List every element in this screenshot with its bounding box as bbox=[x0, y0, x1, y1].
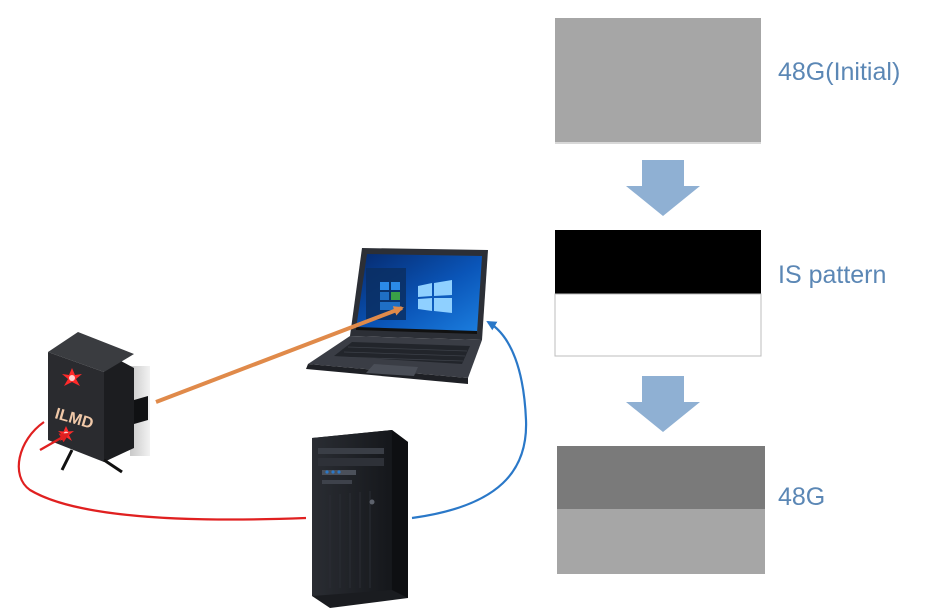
step-label-initial: 48G(Initial) bbox=[778, 58, 901, 86]
usb-link-tower-to-meter bbox=[17, 421, 307, 521]
down-arrow-icon bbox=[626, 376, 700, 432]
step-label-is-pattern: IS pattern bbox=[778, 261, 887, 289]
pattern-is-box bbox=[554, 230, 762, 357]
red-arrow-into-meter bbox=[39, 432, 70, 452]
pattern-48g-initial-box bbox=[555, 18, 761, 144]
desktop-tower-icon bbox=[312, 430, 408, 608]
step-label-48g: 48G bbox=[778, 483, 826, 511]
down-arrow-icon bbox=[626, 160, 700, 216]
laptop-icon bbox=[306, 248, 488, 384]
usb-link-tower-to-laptop bbox=[411, 320, 528, 520]
pattern-48g-result-box bbox=[557, 446, 765, 574]
data-link-meter-to-laptop bbox=[155, 306, 404, 404]
luminance-meter-icon: ILMD bbox=[48, 332, 150, 474]
